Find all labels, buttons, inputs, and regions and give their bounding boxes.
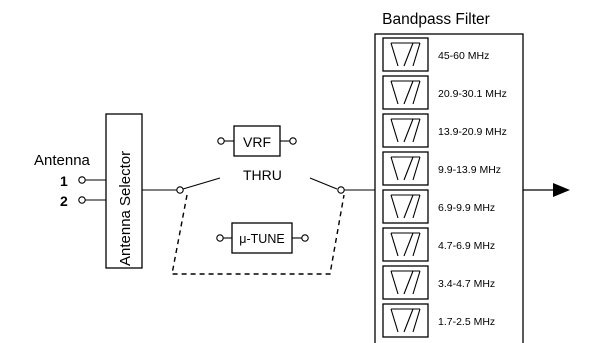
filter-range-label: 13.9-20.9 MHz bbox=[438, 126, 507, 138]
thru-label: THRU bbox=[243, 167, 282, 183]
bandpass-filter-icon bbox=[390, 118, 421, 143]
output-switch-pivot bbox=[337, 186, 345, 194]
filter-row: 9.9-13.9 MHz bbox=[382, 151, 501, 186]
filter-row: 3.4-4.7 MHz bbox=[382, 265, 495, 300]
antenna-port-2-terminal bbox=[78, 196, 86, 204]
vrf-input-terminal bbox=[217, 137, 225, 145]
bandpass-filter-icon bbox=[390, 270, 421, 295]
bandpass-filter-icon bbox=[390, 80, 421, 105]
bandpass-filter-icon bbox=[390, 42, 421, 67]
filter-range-label: 45-60 MHz bbox=[438, 50, 489, 62]
antenna-selector-box bbox=[105, 113, 143, 269]
antenna-selector-label: Antenna Selector bbox=[117, 151, 134, 266]
input-switch-blade bbox=[182, 177, 221, 190]
antenna-port-1-terminal bbox=[78, 176, 86, 184]
filter-row: 4.7-6.9 MHz bbox=[382, 227, 495, 262]
input-switch-pivot bbox=[176, 186, 184, 194]
tune-output-terminal bbox=[301, 234, 309, 242]
filter-rows: 45-60 MHz 20.9-30.1 MHz 13.9-20.9 MHz 9.9-1… bbox=[382, 37, 507, 338]
ganged-switch-link bbox=[171, 194, 345, 275]
bandpass-filter-icon bbox=[390, 232, 421, 257]
bandpass-filter-icon bbox=[390, 308, 421, 333]
filter-range-label: 20.9-30.1 MHz bbox=[438, 88, 507, 100]
filter-row: 1.7-2.5 MHz bbox=[382, 303, 495, 338]
filter-range-label: 9.9-13.9 MHz bbox=[438, 164, 501, 176]
tune-input-terminal bbox=[216, 234, 224, 242]
filter-range-label: 4.7-6.9 MHz bbox=[438, 240, 495, 252]
tune-box bbox=[231, 222, 293, 254]
filter-row: 13.9-20.9 MHz bbox=[382, 113, 507, 148]
filter-range-label: 1.7-2.5 MHz bbox=[438, 316, 495, 328]
filter-range-label: 3.4-4.7 MHz bbox=[438, 278, 495, 290]
bandpass-filter-icon bbox=[390, 156, 421, 181]
tune-label: μ-TUNE bbox=[239, 232, 284, 246]
antenna-port-1-label: 1 bbox=[60, 173, 68, 189]
bandpass-filter-icon bbox=[390, 194, 421, 219]
antenna-port-2-label: 2 bbox=[60, 193, 68, 209]
bandpass-title: Bandpass Filter bbox=[382, 11, 490, 28]
filter-row: 20.9-30.1 MHz bbox=[382, 75, 507, 110]
vrf-label: VRF bbox=[243, 134, 271, 150]
filter-row: 45-60 MHz bbox=[382, 37, 489, 72]
vrf-output-terminal bbox=[289, 137, 297, 145]
output-arrowhead bbox=[553, 183, 570, 197]
output-switch-blade bbox=[309, 177, 338, 190]
filter-symbol-box bbox=[382, 265, 429, 300]
antenna-label: Antenna bbox=[34, 152, 91, 169]
filter-row: 6.9-9.9 MHz bbox=[382, 189, 495, 224]
filter-range-label: 6.9-9.9 MHz bbox=[438, 202, 495, 214]
